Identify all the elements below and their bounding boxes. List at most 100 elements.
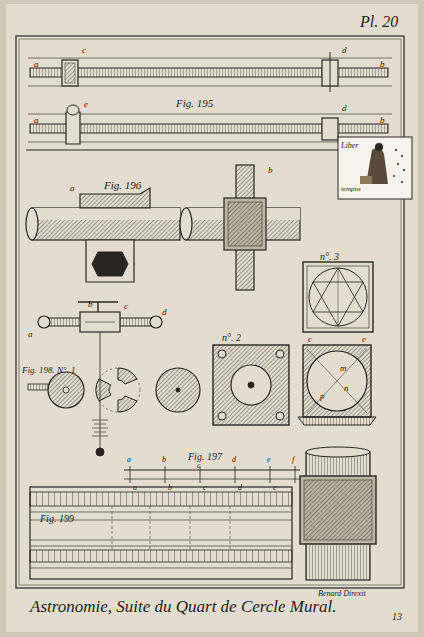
rod-figure-part <box>65 63 75 83</box>
callout-letter: d <box>162 308 167 317</box>
rod-figure-part <box>330 52 331 92</box>
limb-scale-part <box>30 487 292 579</box>
cylinder-sleeve-part <box>304 480 372 540</box>
rod-figure-part <box>28 114 392 115</box>
callout-letter: a <box>34 116 39 125</box>
cylinder-sleeve-part <box>306 447 370 457</box>
plate-frame-inner <box>19 39 401 585</box>
watermark-stamp-part-part <box>403 169 405 171</box>
plate-number: Pl. 20 <box>360 14 398 30</box>
disc-parts-part <box>176 388 180 392</box>
divided-scale-part-part <box>130 466 131 483</box>
callout-letter: a <box>28 330 33 339</box>
callout-letter: a <box>133 484 137 492</box>
plate-circle-part <box>303 345 371 417</box>
plate-n2-part-part <box>218 412 226 420</box>
sighting-slide-part-part <box>92 420 108 421</box>
disc-parts-part <box>48 372 84 408</box>
figure-label: Fig. 199 <box>40 514 74 524</box>
limb-scale-part <box>30 550 292 562</box>
plate-circle <box>298 345 376 425</box>
callout-letter: d <box>232 456 236 464</box>
sighting-slide-part <box>150 316 162 328</box>
plate-n2-part-part <box>276 412 284 420</box>
callout-letter: d <box>238 484 242 492</box>
callout-letter: e <box>362 335 366 344</box>
sighting-slide-part <box>38 316 50 328</box>
rod-figure-part <box>322 118 338 140</box>
watermark-stamp-part-part <box>395 149 397 151</box>
callout-letter: a <box>34 60 39 69</box>
sighting-slide-part-part <box>94 432 106 433</box>
callout-letter: b <box>88 300 93 309</box>
page-number: 13 <box>392 612 402 622</box>
divided-scale-part-part <box>165 466 166 483</box>
callout-letter: c <box>197 462 201 470</box>
callout-letter: b <box>380 116 385 125</box>
plate-frame <box>16 36 404 588</box>
sighting-slide-part <box>85 322 115 323</box>
tube-figure-part <box>80 188 150 208</box>
divided-scale-part <box>124 470 300 471</box>
cylinder-sleeve <box>300 447 376 580</box>
divided-scale-part-part <box>235 466 236 483</box>
callout-letter: f <box>292 456 294 464</box>
plate-n2-part <box>248 382 254 388</box>
engraver-credit: Benard Direxit <box>318 590 366 598</box>
tube-figure-part <box>180 208 192 240</box>
callout-letter: e <box>273 484 277 492</box>
plate-n3-part <box>338 268 339 326</box>
plate-n3-part <box>307 266 369 328</box>
watermark-stamp-part <box>375 143 383 151</box>
watermark-stamp-part <box>338 137 412 199</box>
divided-scale <box>124 466 300 483</box>
limb-scale-part <box>30 512 292 568</box>
watermark-text: Liber <box>341 142 358 150</box>
sighting-slide <box>38 302 162 456</box>
disc-parts-part <box>96 368 140 412</box>
tube-figure-part <box>26 208 38 240</box>
disc-parts-part <box>28 384 48 390</box>
plate-circle-part <box>307 349 367 413</box>
plate-n3-part <box>309 268 367 326</box>
figure-label: n°. 3 <box>320 252 339 262</box>
plate-n2-part-part <box>218 350 226 358</box>
callout-letter: d <box>342 46 347 55</box>
callout-letter: a <box>70 184 75 193</box>
plate-n2-part <box>231 365 271 405</box>
disc-parts-part <box>156 368 200 412</box>
rod-figure-part <box>66 112 80 144</box>
callout-letter: c <box>203 484 207 492</box>
cylinder-sleeve-part <box>300 476 376 544</box>
tube-figure-part <box>228 202 262 246</box>
callout-letter: n <box>344 384 349 393</box>
callout-letter: b <box>168 484 172 492</box>
watermark-stamp <box>338 137 412 199</box>
tube-figure-part <box>224 198 266 250</box>
tube-figure <box>26 165 300 290</box>
figure-label: Fig. 196 <box>104 180 141 191</box>
rod-figure-part <box>28 58 392 59</box>
callout-letter: b <box>162 456 166 464</box>
sighting-slide-part-part <box>92 436 108 437</box>
watermark-stamp-part-part <box>393 175 395 177</box>
figure-label: Fig. 198. N°. 1 <box>22 366 76 375</box>
sighting-slide-part <box>96 448 104 456</box>
callout-letter: m <box>340 364 347 373</box>
rod-figure-part <box>67 105 79 115</box>
callout-letter: e <box>267 456 271 464</box>
divided-scale-part <box>124 479 300 480</box>
plate-n3-part <box>303 262 373 332</box>
figure-label: n°. 2 <box>222 333 241 343</box>
callout-letter: e <box>84 100 88 109</box>
callout-letter: d <box>342 104 347 113</box>
tube-figure-part <box>92 252 128 276</box>
callout-letter: c <box>124 302 128 311</box>
callout-letter: b <box>268 166 273 175</box>
figure-label: Fig. 197 <box>188 452 222 462</box>
figure-label: Fig. 195 <box>176 98 213 109</box>
watermark-stamp-part-part <box>401 155 403 157</box>
rod-figure-part <box>62 60 78 86</box>
sighting-slide-part-part <box>94 424 106 425</box>
sighting-slide-part <box>80 312 120 332</box>
